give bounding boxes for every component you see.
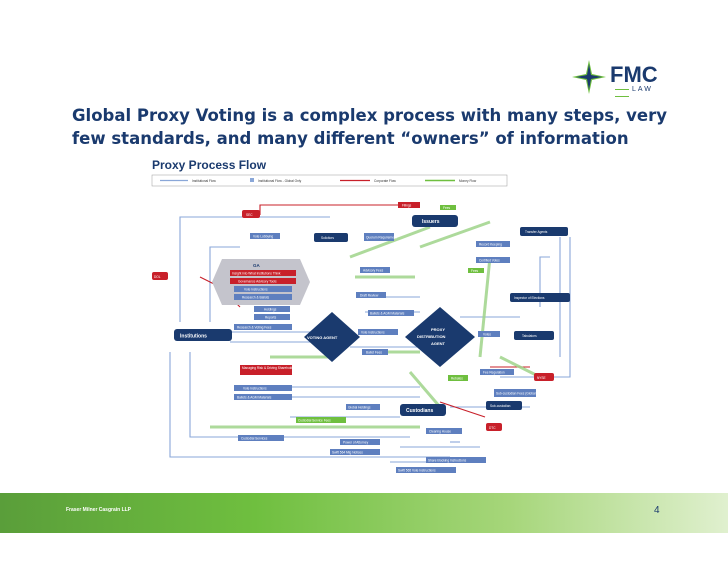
label-fees-1: Fees — [443, 206, 450, 210]
label-managing-risk: Managing Risk & Driving Shareholder Valu… — [242, 366, 304, 370]
sec-label: SEC — [246, 213, 253, 217]
ga-label: GA — [253, 263, 261, 268]
proxy-distribution-agent-node: PROXY DISTRIBUTION AGENT — [405, 307, 475, 367]
label-vote-instructions-3: Vote Instructions — [243, 387, 267, 391]
label-swift-564: Swift 564 Mtg Notices — [332, 451, 363, 455]
custodians-label: Custodians — [406, 408, 433, 414]
legend-global-marker — [250, 178, 254, 182]
legend-money: Money Flow — [459, 179, 477, 183]
proxy-agent-label-2: DISTRIBUTION — [417, 334, 446, 339]
solicitors-node — [314, 233, 348, 242]
dtc-node — [486, 423, 502, 431]
flow-labels: Insight into What Institutions Think Gov… — [230, 202, 544, 473]
sub-custodian-node — [486, 401, 522, 410]
label-subcustodian-fees: Sub-custodian Fees (Global Only) — [496, 392, 544, 396]
label-record-keeping: Record Keeping — [479, 243, 502, 247]
logo-wordmark: FMC — [610, 62, 658, 87]
institutions-node — [174, 329, 232, 341]
legend-box — [151, 174, 508, 187]
proxy-process-flow-diagram: Proxy Process Flow Institutional Flow In… — [151, 158, 571, 473]
money-flows — [210, 220, 541, 429]
fmc-logo: FMC LAW — [572, 60, 672, 100]
solicitors-label: Solicitors — [321, 236, 334, 240]
label-certified-votes: Certified Votes — [479, 259, 500, 263]
custodians-node — [400, 404, 446, 416]
label-custodial-fees: Custodial Service Fees — [298, 419, 331, 423]
diagram-title: Proxy Process Flow — [152, 158, 267, 172]
institutions-label: Institutions — [180, 334, 207, 340]
legend-corporate: Corporate Flow — [374, 179, 396, 183]
sec-node — [242, 210, 260, 218]
legend-institutional: Institutional Flow — [192, 179, 216, 183]
transfer-agents-node — [520, 227, 568, 236]
label-research-ballots: Research & Ballots — [242, 296, 270, 300]
label-governance-tools: Governance Advisory Tools — [238, 280, 277, 284]
sub-custodian-label: Sub-custodian — [490, 404, 511, 408]
label-vote-instructions-2: Vote Instructions — [361, 331, 385, 335]
voting-agent-node: VOTING AGENT — [304, 312, 360, 362]
tabulators-label: Tabulators — [522, 334, 537, 338]
dtc-label: DTC — [489, 426, 496, 430]
dol-node — [152, 272, 168, 280]
legend-global: Institutional Flow - Global Only — [258, 179, 302, 183]
label-draft-review: Draft Review — [360, 294, 379, 298]
proxy-agent-label-3: AGENT — [431, 341, 446, 346]
inspector-label: Inspector of Elections — [514, 296, 545, 300]
label-vote-instructions-1: Vote Instructions — [244, 288, 268, 292]
fmc-star-icon — [572, 60, 606, 94]
label-reports: Reports — [265, 316, 277, 320]
label-advisory-fees: Advisory Fees — [363, 269, 384, 273]
label-filings: Filings — [402, 204, 412, 208]
nyse-label: NYSE — [537, 376, 546, 380]
dol-label: DOL — [154, 275, 161, 279]
label-votes: Votes — [483, 333, 491, 337]
label-ballots-agm-2: Ballots & AGM Materials — [237, 396, 272, 400]
label-insight: Insight into What Institutions Think — [232, 272, 281, 276]
label-swift-565: Swift 565 Vote Instructions — [398, 469, 436, 473]
label-global-holdings: Global Holdings — [348, 406, 371, 410]
label-ballot-fees: Ballot Fees — [366, 351, 382, 355]
label-quorum: Quorum Requirement — [366, 236, 397, 240]
label-holdings: Holdings — [264, 308, 277, 312]
logo-subtitle: LAW — [612, 86, 672, 100]
transfer-agents-label: Transfer Agents — [525, 230, 548, 234]
nyse-node — [534, 373, 554, 381]
label-custodial-services: Custodial Services — [241, 437, 268, 441]
label-share-blocking: Share blocking Instructions — [428, 459, 467, 463]
issuers-label: Issuers — [422, 219, 440, 225]
label-research-voting-fees: Research & Voting Fees — [237, 326, 272, 330]
proxy-agent-label-1: PROXY — [431, 327, 445, 332]
page-number: 4 — [654, 505, 660, 516]
voting-agent-label: VOTING AGENT — [307, 335, 338, 340]
slide-title: Global Proxy Voting is a complex process… — [72, 106, 667, 148]
label-ballots-agm-1: Ballots & AGM Materials — [370, 312, 405, 316]
label-power-of-attorney: Power of Attorney — [343, 441, 369, 445]
label-vote-lobbying: Vote Lobbying — [253, 235, 273, 239]
label-fee-regulation: Fee Regulation — [483, 371, 505, 375]
issuers-node — [412, 215, 458, 227]
footer-firm-name: Fraser Milner Casgrain LLP — [66, 507, 132, 513]
label-fees-2: Fees — [471, 269, 478, 273]
label-clearing-house: Clearing House — [429, 430, 451, 434]
footer-band: Fraser Milner Casgrain LLP 4 — [0, 493, 728, 533]
label-rebates: Rebates — [451, 377, 463, 381]
tabulators-node — [514, 331, 554, 340]
inspector-node — [510, 293, 570, 302]
